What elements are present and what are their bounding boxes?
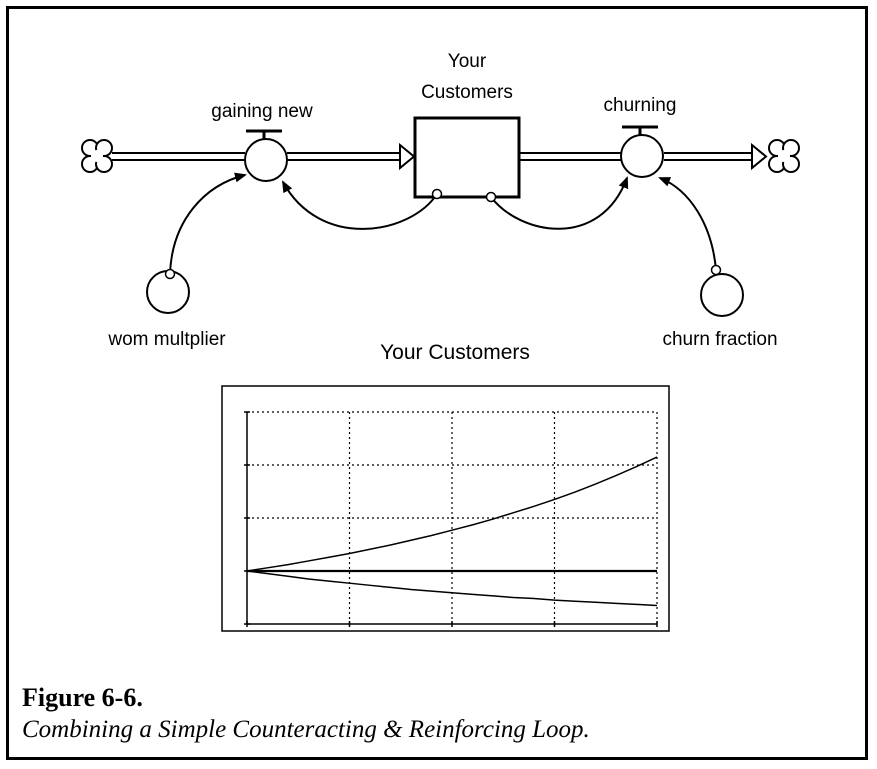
connector-wom-to-inflow <box>169 172 247 275</box>
chart-outer-frame <box>221 385 670 632</box>
connector-origin-dot <box>431 188 443 200</box>
outflow-pipe <box>519 142 768 171</box>
outflow-label: churning <box>604 95 677 116</box>
aux-right-label: churn fraction <box>662 329 777 350</box>
outflow-valve-icon <box>620 125 664 178</box>
caption-block: Figure 6-6. Combining a Simple Counterac… <box>22 682 842 746</box>
aux-right-circle <box>700 273 744 317</box>
stock-box <box>413 116 521 199</box>
stock-label-line2: Customers <box>421 82 513 103</box>
sink-cloud-icon <box>768 139 800 173</box>
source-cloud-icon <box>81 139 113 173</box>
chart-title: Your Customers <box>380 341 530 364</box>
stock-label-line1: Your <box>448 51 487 72</box>
connector-origin-dot <box>164 268 176 280</box>
connector-stock-to-outflow <box>490 176 629 230</box>
connector-stock-to-inflow <box>282 180 438 230</box>
figure-caption: Combining a Simple Counteracting & Reinf… <box>22 716 590 743</box>
inflow-pipe <box>112 142 416 171</box>
connector-churn-to-outflow <box>658 177 717 271</box>
inflow-valve-icon <box>244 129 288 182</box>
chart-series-line-3 <box>246 570 658 607</box>
inflow-label: gaining new <box>211 101 313 122</box>
aux-left-label: wom multplier <box>107 329 226 350</box>
figure-label: Figure 6-6. <box>22 683 143 712</box>
chart-series-line-1 <box>246 456 658 572</box>
chart-area <box>244 411 658 627</box>
connector-origin-dot <box>485 191 497 203</box>
connector-origin-dot <box>710 264 722 276</box>
